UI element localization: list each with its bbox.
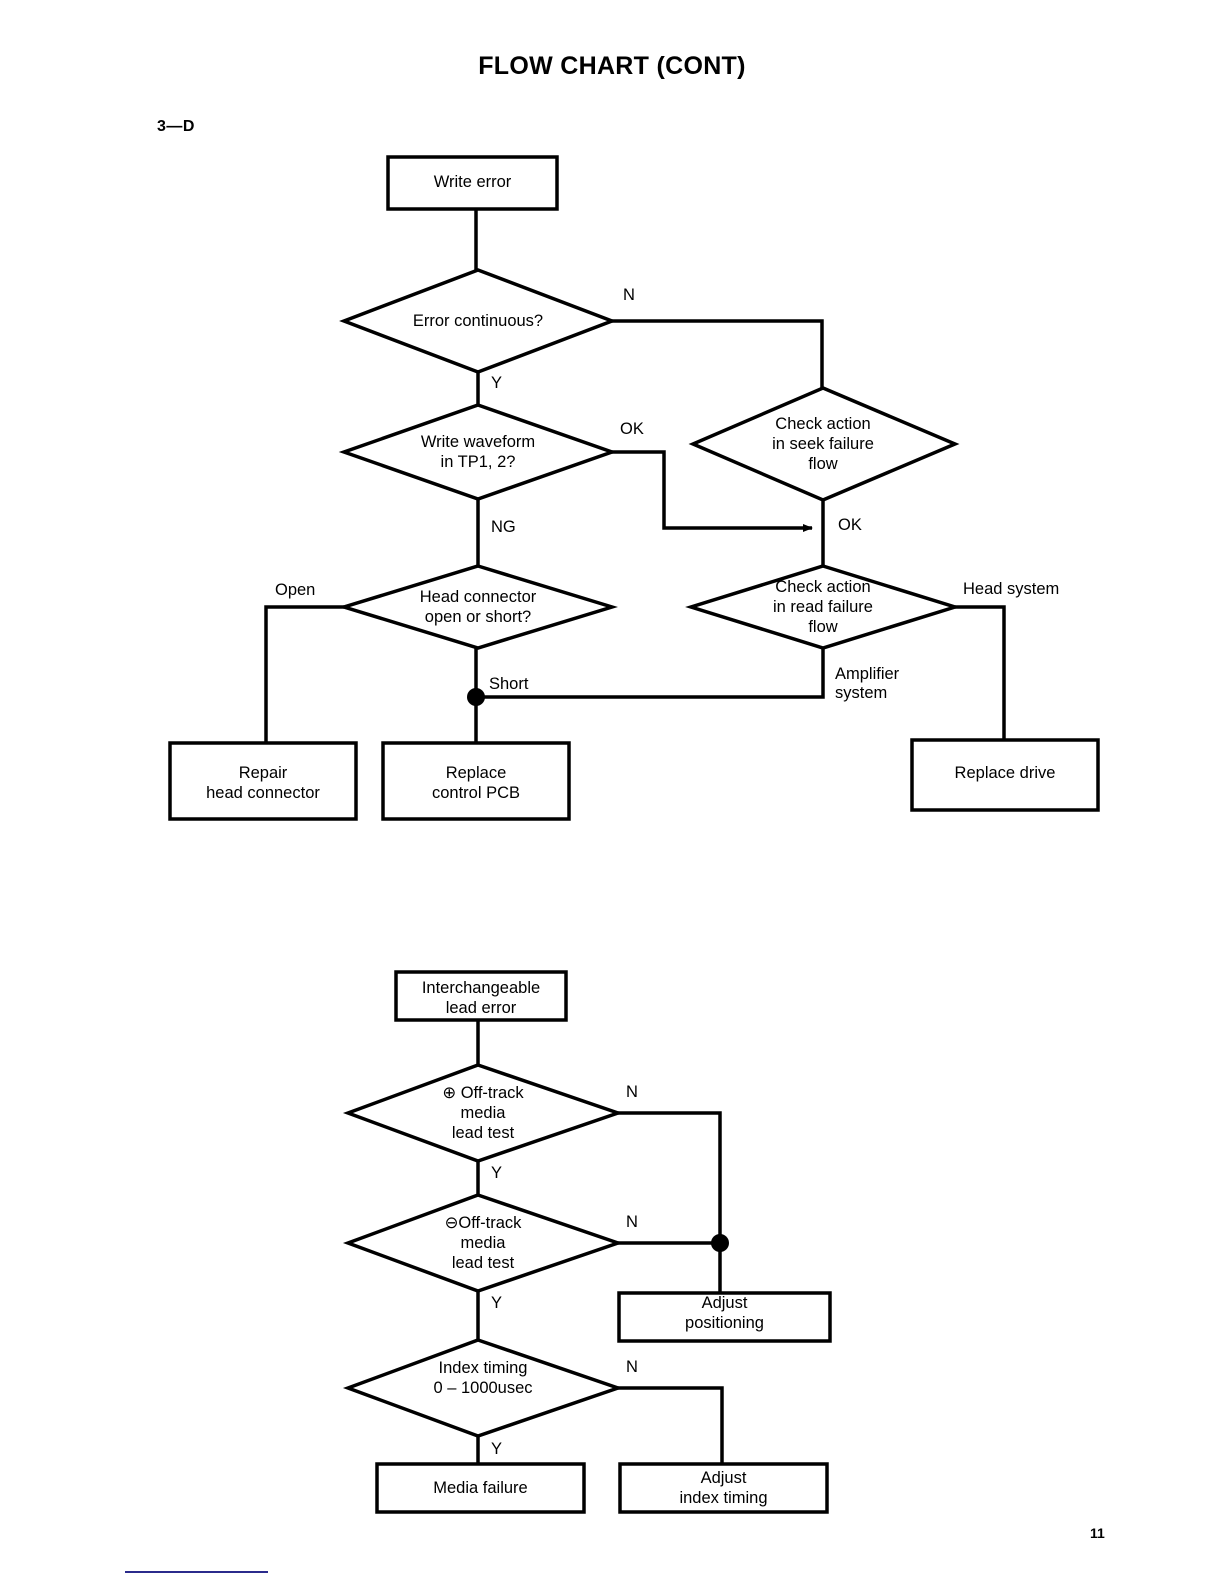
shape-adjust-index-timing: [618, 1462, 829, 1514]
shape-write-error: [386, 155, 559, 211]
shape-replace-drive: [910, 738, 1100, 812]
edge-plus-offtrack-n: [618, 1111, 722, 1243]
edge-check-read-amplifier: [476, 648, 825, 699]
page-number: 11: [1090, 1525, 1105, 1541]
edge-label-write-waveform-ng: NG: [491, 518, 516, 536]
footer-rule: [125, 1571, 268, 1573]
edge-index-timing-n: [618, 1386, 724, 1464]
shape-repair-head-connector: [168, 741, 358, 821]
shape-plus-offtrack: [342, 1063, 624, 1163]
shape-adjust-positioning: [617, 1291, 832, 1343]
edge-label-head-connector-open: Open: [275, 581, 316, 599]
edge-write-waveform-ok: [612, 450, 813, 532]
edge-label-plus-offtrack-n: N: [626, 1083, 638, 1101]
edge-label-plus-offtrack-y: Y: [491, 1164, 503, 1182]
edge-label-head-connector-short: Short: [489, 675, 529, 693]
edge-check-read-head-system: [955, 605, 1006, 740]
junction-dot-short: [467, 688, 485, 706]
edge-label-check-seek-ok: OK: [838, 516, 862, 534]
edge-label-index-timing-n: N: [626, 1358, 638, 1376]
shape-index-timing: [342, 1338, 624, 1438]
shape-error-continuous: [339, 268, 617, 374]
edge-label-error-continuous-n: N: [623, 286, 635, 304]
shape-media-failure: [375, 1462, 586, 1514]
shape-interchangeable-lead-error: [394, 970, 568, 1022]
page-title: FLOW CHART (CONT): [478, 52, 746, 80]
shape-replace-control-pcb: [381, 741, 571, 821]
edge-label-error-continuous-y: Y: [491, 374, 503, 392]
edge-label-minus-offtrack-y: Y: [491, 1294, 503, 1312]
edge-label-minus-offtrack-n: N: [626, 1213, 638, 1231]
shape-minus-offtrack: [342, 1193, 624, 1293]
shape-write-waveform: [338, 403, 618, 501]
edge-head-connector-open: [264, 605, 344, 743]
edge-error-continuous-n: [612, 319, 824, 388]
shape-check-read-failure: [685, 564, 961, 650]
edge-label-write-waveform-ok: OK: [620, 420, 644, 438]
shape-head-connector: [338, 564, 618, 650]
edge-label-index-timing-y: Y: [491, 1440, 503, 1458]
edge-label-check-read-head-system: Head system: [963, 580, 1060, 598]
edge-label-check-read-amplifier: Amplifier system: [835, 665, 900, 702]
section-label: 3—D: [157, 118, 195, 135]
shape-check-seek-failure: [688, 386, 960, 502]
